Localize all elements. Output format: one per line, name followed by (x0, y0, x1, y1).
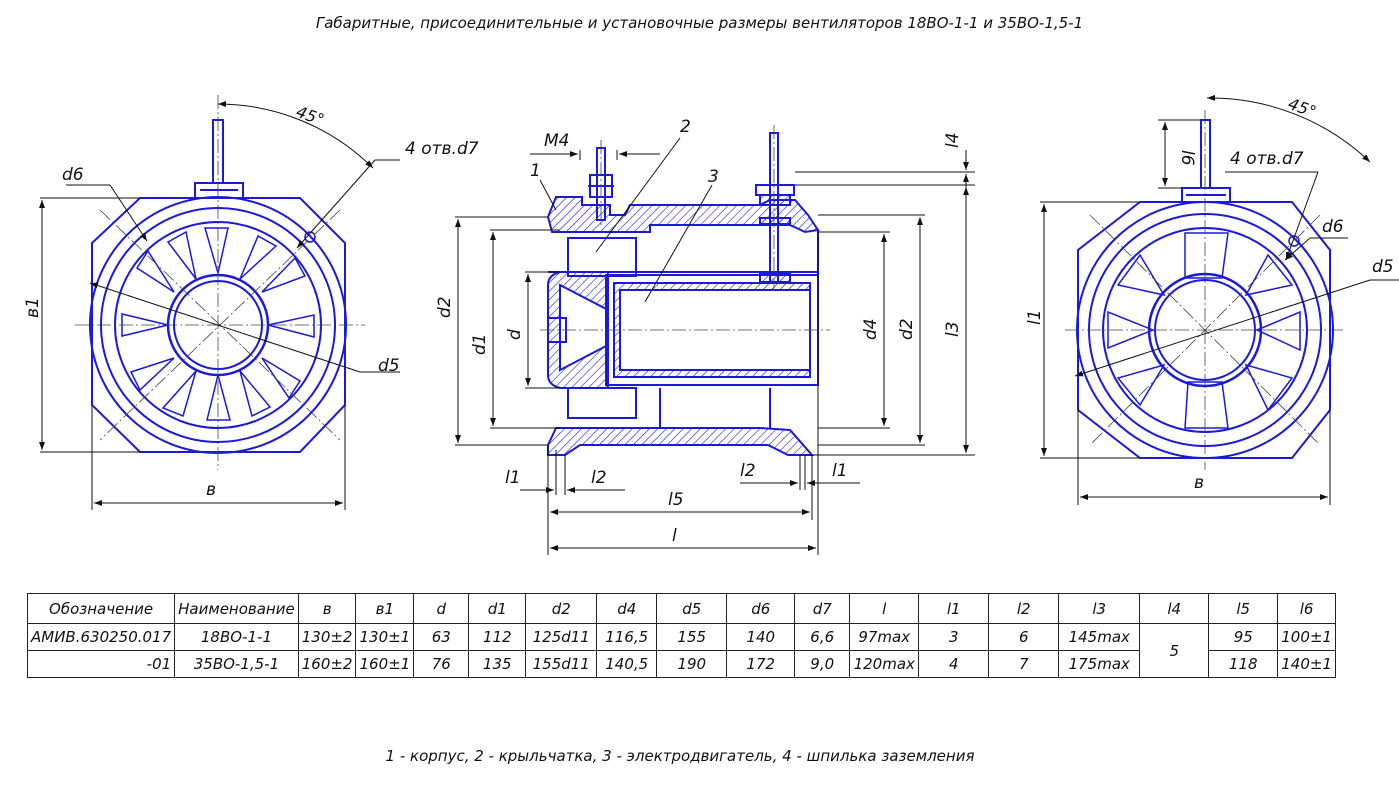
left-holes-label: 4 отв.d7 (405, 139, 479, 159)
col-header: Наименование (174, 593, 299, 624)
table-cell: 160±2 (297, 650, 357, 678)
col-header: d1 (468, 593, 527, 624)
col-header: l4 (1139, 593, 1210, 624)
section-l3-label: l3 (943, 321, 963, 337)
table-cell: 175max (1058, 650, 1141, 678)
table-cell: 3 (918, 623, 990, 651)
col-header: Обозначение (26, 593, 176, 624)
right-view-dimensions (1040, 94, 1399, 505)
right-d6-label: d6 (1322, 217, 1344, 237)
table-cell: 63 (413, 623, 470, 651)
section-d1-label: d1 (470, 333, 490, 355)
table-cell: 140 (726, 623, 796, 651)
section-d-label: d (505, 329, 525, 340)
col-header: d5 (656, 593, 728, 624)
col-header: l (849, 593, 920, 624)
table-cell: 76 (413, 650, 470, 678)
col-header: l1 (918, 593, 990, 624)
right-view-centerlines (1065, 110, 1345, 470)
col-header: l3 (1058, 593, 1141, 624)
callout-3: 3 (708, 167, 719, 187)
table-cell: 190 (656, 650, 728, 678)
callout-1: 1 (530, 161, 541, 181)
technical-drawing: 45° 4 отв.d7 d6 d5 в1 в (23, 94, 1399, 555)
left-b-label: в (206, 480, 216, 500)
table-cell: 172 (726, 650, 796, 678)
col-header: d6 (726, 593, 796, 624)
table-cell: 145max (1058, 623, 1141, 651)
table-cell: 6 (988, 623, 1060, 651)
section-l5-label: l5 (668, 490, 684, 510)
table-cell: 4 (918, 650, 990, 678)
right-holes-label: 4 отв.d7 (1230, 149, 1304, 169)
right-d5-label: d5 (1372, 257, 1394, 277)
right-l6-label: l6 (1177, 150, 1197, 166)
section-view (546, 132, 820, 456)
table-cell: 130±1 (355, 623, 415, 651)
section-l1-left-label: l1 (505, 468, 521, 488)
left-angle-label: 45° (294, 102, 327, 130)
table-cell: 155 (656, 623, 728, 651)
table-cell: 135 (468, 650, 527, 678)
col-header: в (297, 593, 357, 624)
section-l4-label: l4 (943, 132, 963, 148)
table-cell: 140,5 (596, 650, 658, 678)
table-cell: 18ВО-1-1 (174, 623, 299, 651)
section-m4-label: M4 (544, 131, 569, 151)
left-d5-label: d5 (378, 356, 400, 376)
table-cell: 97max (849, 623, 920, 651)
left-view-dimensions (39, 101, 400, 510)
right-b-label: в (1194, 473, 1204, 493)
table-cell: 155d11 (525, 650, 598, 678)
left-d6-label: d6 (62, 165, 84, 185)
col-header: d7 (794, 593, 851, 624)
table-cell: 7 (988, 650, 1060, 678)
right-l1-label: l1 (1025, 309, 1045, 325)
left-b1-label: в1 (23, 297, 43, 318)
col-header: l2 (988, 593, 1060, 624)
table-cell: 9,0 (794, 650, 851, 678)
table-header-row: Обозначение Наименование в в1 d d1 d2 d4… (26, 593, 1336, 624)
table-cell: 6,6 (794, 623, 851, 651)
table-cell: 116,5 (596, 623, 658, 651)
table-cell: 160±1 (355, 650, 415, 678)
table-cell: АМИВ.630250.017 (26, 623, 176, 651)
col-header: l5 (1208, 593, 1279, 624)
table-row: -01 35ВО-1,5-1 160±2 160±1 76 135 155d11… (26, 650, 1336, 678)
table-cell: 130±2 (297, 623, 357, 651)
section-d4-label: d4 (861, 318, 881, 340)
table-cell: 35ВО-1,5-1 (174, 650, 299, 678)
col-header: d2 (525, 593, 598, 624)
page-title: Габаритные, присоединительные и установо… (315, 14, 1084, 32)
section-l2-left-label: l2 (591, 468, 607, 488)
table-cell: 125d11 (525, 623, 598, 651)
parts-legend: 1 - корпус, 2 - крыльчатка, 3 - электрод… (385, 747, 975, 765)
right-angle-label: 45° (1286, 94, 1319, 122)
section-l1-right-label: l1 (832, 461, 848, 481)
table-cell-merged: 5 (1139, 623, 1210, 678)
section-centerlines (540, 125, 830, 331)
table-cell: 100±1 (1277, 623, 1336, 651)
table-cell: -01 (26, 650, 176, 678)
col-header: d4 (596, 593, 658, 624)
table-cell: 95 (1208, 623, 1279, 651)
table-cell: 140±1 (1277, 650, 1336, 678)
table-row: АМИВ.630250.017 18ВО-1-1 130±2 130±1 63 … (26, 623, 1336, 678)
section-d2-left-label: d2 (435, 296, 455, 318)
table-cell: 118 (1208, 650, 1279, 678)
section-l-label: l (672, 526, 677, 546)
col-header: l6 (1277, 593, 1336, 624)
section-l2-right-label: l2 (740, 461, 756, 481)
callout-2: 2 (680, 117, 691, 137)
col-header: в1 (355, 593, 415, 624)
table-cell: 112 (468, 623, 527, 651)
section-d2-right-label: d2 (897, 318, 917, 340)
table-cell: 120max (849, 650, 920, 678)
left-view-centerlines (75, 95, 365, 470)
right-fan-blades (1107, 232, 1301, 429)
dimensions-table: Обозначение Наименование в в1 d d1 d2 d4… (26, 593, 1336, 678)
section-dimensions (455, 137, 975, 555)
left-fan-blades (121, 227, 315, 421)
col-header: d (413, 593, 470, 624)
